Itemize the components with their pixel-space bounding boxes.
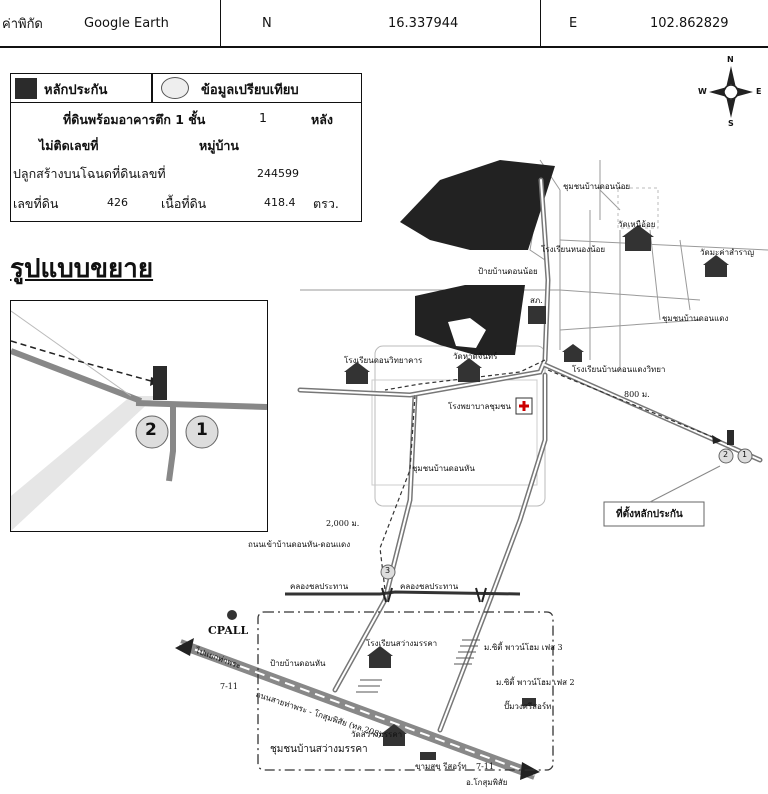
collateral-building: [727, 430, 734, 445]
compass-n: N: [727, 55, 734, 64]
label-canal-right: คลองชลประทาน: [400, 582, 459, 591]
inset-lane: [166, 405, 176, 482]
no-house-number: ไม่ติดเลขที่: [39, 138, 99, 153]
building-unit: หลัง: [311, 112, 334, 127]
label-sign-bottom: ป้ายบ้านดอนหัน: [270, 659, 326, 668]
label-to-kosum: อ.โกสุมพิสัย: [466, 778, 508, 787]
header-divider: [220, 0, 221, 46]
village-label: หมู่บ้าน: [199, 138, 239, 153]
legend: หลักประกัน ข้อมูลเปรียบเทียบ: [11, 74, 361, 103]
inset-marker-1: [185, 415, 219, 449]
sawang-zone: [257, 611, 554, 771]
compass-w: W: [698, 87, 707, 96]
inset-collateral-building: [153, 366, 167, 400]
landmark-icons: [344, 225, 729, 760]
building-count: 1: [259, 110, 267, 125]
dark-area-north: [400, 160, 555, 250]
label-temple-center: วัดหาดจันทร์: [453, 352, 498, 361]
label-school-dondang: โรงเรียนบ้านดอนแดงวิทยา: [572, 365, 666, 374]
label-school-bottom: โรงเรียนสว่างมรรคา: [366, 639, 438, 648]
marker-3-label: 3: [385, 566, 391, 575]
deed-number: 244599: [257, 167, 299, 180]
village-plots: [356, 639, 480, 693]
label-gas: ปั๊มวงศรีสอร์ท: [504, 702, 552, 711]
compass-rose: N S W E: [698, 55, 762, 128]
legend-collateral-label: หลักประกัน: [44, 83, 108, 98]
label-800m: 800 ม.: [624, 390, 650, 399]
collateral-swatch: [15, 78, 37, 99]
label-seven-left: 7-11: [220, 682, 238, 691]
cpall-icon: [227, 610, 237, 620]
legend-comparison-label: ข้อมูลเปรียบเทียบ: [201, 83, 299, 98]
label-collateral-location: ที่ตั้งหลักประกัน: [616, 509, 683, 520]
label-temple-far: วัดมะค่าสำราญ: [700, 248, 755, 257]
label-hospital: โรงพยาบาลชุมชน: [448, 402, 512, 411]
inset-road: [135, 400, 267, 410]
marker-2: [718, 448, 734, 464]
label-sawang-community: ชุมชนบ้านสว่างมรรคา: [270, 744, 368, 755]
legend-divider: [151, 74, 153, 102]
irrigation-canal: [285, 590, 521, 596]
compass-e: E: [756, 87, 762, 96]
north-label: N: [262, 15, 272, 31]
property-info-box: หลักประกัน ข้อมูลเปรียบเทียบ ที่ดินพร้อม…: [10, 73, 362, 222]
highway-208: [178, 639, 537, 780]
inset-marker-2: [135, 415, 169, 449]
deed-label: ปลูกสร้างบนโฉนดที่ดินเลขที่: [13, 166, 166, 181]
inset-title: รูปแบบขยาย: [10, 254, 154, 284]
land-number-label: เลขที่ดิน: [13, 196, 59, 211]
hospital-icon: [515, 397, 533, 415]
coord-label: ค่าพิกัด: [2, 16, 43, 32]
north-value: 16.337944: [388, 15, 459, 31]
inset-marker-1-label: 1: [196, 420, 208, 440]
east-label: E: [569, 15, 578, 31]
label-community-top: ชุมชนบ้านดอนน้อย: [563, 182, 631, 191]
area-value: 418.4: [264, 196, 296, 209]
enlarged-view-map: 2 1: [10, 300, 268, 532]
label-noi-sign: ป้ายบ้านดอนน้อย: [478, 267, 538, 276]
label-village-2: ม.ซิตี้ พาวน์โฮม เฟส 2: [496, 678, 575, 687]
collateral-callout: [603, 501, 705, 527]
label-donkhan-community: ชุมชนบ้านดอนหัน: [412, 464, 475, 473]
label-temple-tr: วัดเหนือ้อย: [618, 220, 656, 229]
label-dondang-community: ชุมชนบ้านดอนแดง: [662, 314, 729, 323]
inset-road: [11, 348, 143, 404]
to-thaphra-arrow: [175, 638, 194, 656]
label-police: สภ.: [530, 296, 543, 305]
property-description: ที่ดินพร้อมอาคารตึก 1 ชั้น: [63, 112, 206, 127]
marker-1: [737, 448, 753, 464]
compass-s: S: [728, 119, 734, 128]
to-kosum-arrow: [520, 762, 540, 780]
label-cpall: CPALL: [208, 624, 249, 637]
area-label: เนื้อที่ดิน: [161, 196, 207, 211]
coordinate-header: ค่าพิกัด Google Earth N 16.337944 E 102.…: [0, 0, 768, 48]
comparison-swatch: [161, 77, 189, 99]
inset-marker-2-label: 2: [145, 420, 157, 440]
label-school-center: โรงเรียนดอนวิทยาคาร: [344, 356, 423, 365]
label-resort: ขามสุข รีสอร์ท: [415, 762, 467, 771]
label-2000m: 2,000 ม.: [326, 519, 360, 528]
dark-area-hole: [448, 318, 486, 348]
label-road-in: ถนนเข้าบ้านดอนหัน-ดอนแดง: [248, 540, 351, 549]
marker-1-label: 1: [742, 450, 748, 459]
label-temple-bottom: วัดสว่างมรรคา: [351, 730, 403, 739]
route-800m: [547, 369, 721, 441]
inset-route-arrow: [11, 340, 152, 382]
donnoi-zone: [617, 187, 659, 229]
area-unit: ตรว.: [313, 196, 339, 211]
label-canal-left: คลองชลประทาน: [290, 582, 349, 591]
marker-3: [380, 564, 396, 580]
header-divider: [540, 0, 541, 46]
view-cone: [11, 396, 156, 531]
label-village-3: ม.ซิตี้ พาวน์โฮม เฟส 3: [484, 643, 563, 652]
label-seven-right: 7-11: [476, 762, 494, 771]
marker-2-label: 2: [723, 450, 729, 459]
land-number: 426: [107, 196, 128, 209]
coord-source: Google Earth: [84, 15, 169, 31]
label-school-tr: โรงเรียนหนองน้อย: [541, 245, 606, 254]
east-value: 102.862829: [650, 15, 729, 31]
inset-thin-road: [11, 310, 132, 397]
